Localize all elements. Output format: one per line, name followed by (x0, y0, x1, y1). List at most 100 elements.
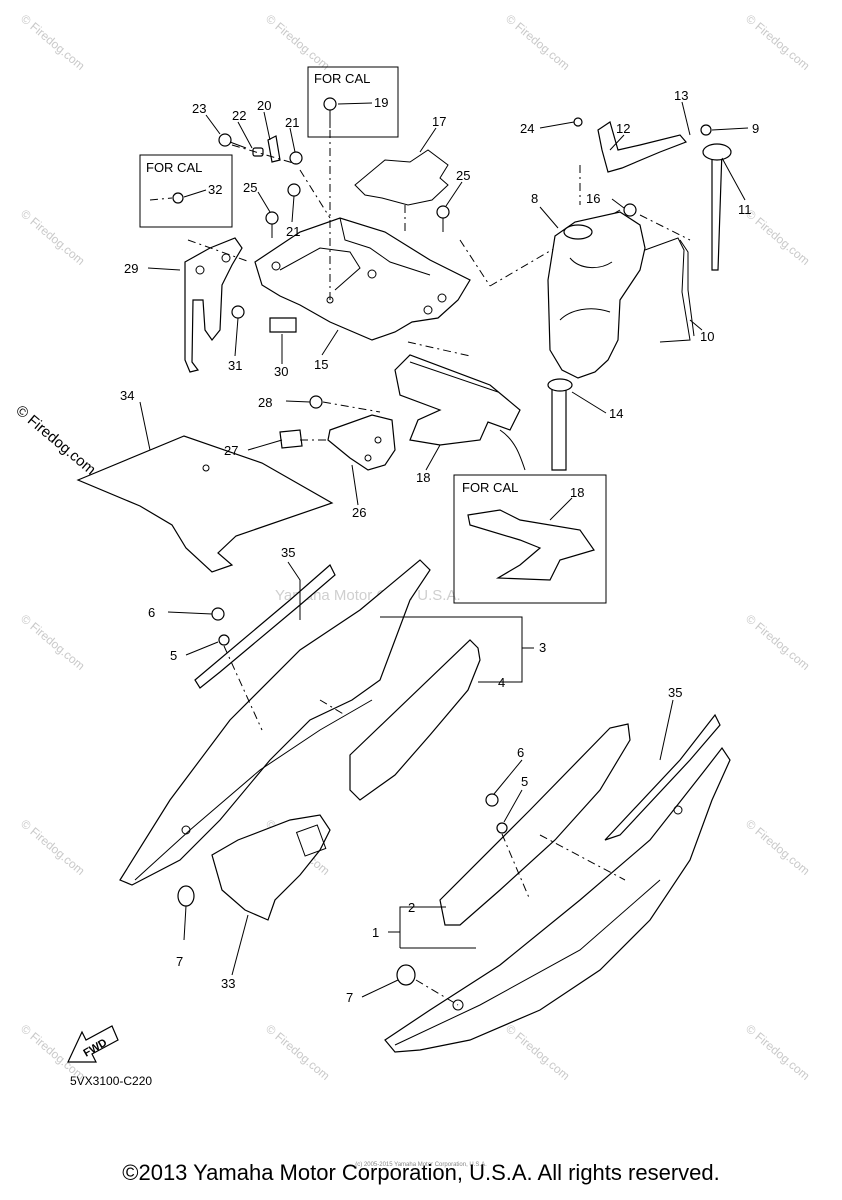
callout-24: 24 (520, 121, 534, 136)
callout-4: 4 (498, 675, 505, 690)
callout-7-right: 7 (346, 990, 353, 1005)
callout-3: 3 (539, 640, 546, 655)
callout-9: 9 (752, 121, 759, 136)
callout-31: 31 (228, 358, 242, 373)
emblem-part-35-right (604, 713, 721, 841)
callout-21-upper: 21 (285, 115, 299, 130)
callout-25-right: 25 (456, 168, 470, 183)
callout-12: 12 (616, 121, 630, 136)
callout-2: 2 (408, 900, 415, 915)
callout-32: 32 (208, 182, 222, 197)
diagram-code: 5VX3100-C220 (70, 1074, 152, 1088)
bolt-part-23 (218, 133, 247, 149)
bracket-part-29 (184, 237, 243, 373)
watermark-text: © Firedog.com (263, 1022, 332, 1083)
copyright-footer: ©2013 Yamaha Motor Corporation, U.S.A. A… (122, 1160, 720, 1185)
bolt-part-28 (309, 395, 323, 409)
callout-35-right: 35 (668, 685, 682, 700)
watermark-text: © Firedog.com (743, 817, 812, 878)
callout-6-right: 6 (517, 745, 524, 760)
watermark-text: © Firedog.com (743, 612, 812, 673)
cal-box-label: FOR CAL (314, 71, 370, 86)
callout-18-cal: 18 (570, 485, 584, 500)
callout-16: 16 (586, 191, 600, 206)
plate-part-34 (76, 435, 334, 573)
hose-part-10 (644, 237, 691, 343)
washer-part-5-right (496, 822, 508, 834)
watermark-text: © Firedog.com (743, 12, 812, 73)
middle-assembly (279, 341, 526, 471)
tank-part-8 (547, 211, 646, 379)
clamp-part-30 (269, 317, 297, 333)
callout-17: 17 (432, 114, 446, 129)
tank-cap (563, 224, 593, 240)
tray-part-15 (254, 217, 471, 341)
cover-part-1 (384, 746, 731, 1053)
hose-part-12 (597, 121, 688, 173)
bolt-part-31 (231, 305, 245, 319)
watermark-text: © Firedog.com (18, 817, 87, 878)
callout-6-left: 6 (148, 605, 155, 620)
clip-part-20 (267, 135, 281, 163)
callout-29: 29 (124, 261, 138, 276)
bracket-part-26 (327, 414, 396, 471)
callout-15: 15 (314, 357, 328, 372)
watermark-text: © Firedog.com (503, 1022, 572, 1083)
callout-22: 22 (232, 108, 246, 123)
grommet-part-7-right (396, 964, 416, 986)
guard-part-33 (211, 814, 331, 921)
callout-19: 19 (374, 95, 388, 110)
tray-assembly (184, 130, 621, 373)
right-side-cover (384, 713, 731, 1053)
collar-part-22 (252, 147, 264, 157)
grommet-part-7-left (177, 885, 195, 907)
watermark-text: © Firedog.com (263, 12, 332, 73)
cal-box-18: FOR CAL (453, 474, 607, 604)
grommet-part-21-lower (287, 183, 301, 197)
bolt-part-32 (172, 192, 184, 204)
callout-21-lower: 21 (286, 224, 300, 239)
cal-box-19: FOR CAL (307, 66, 399, 138)
callout-35-left: 35 (281, 545, 295, 560)
callout-20: 20 (257, 98, 271, 113)
callout-11: 11 (738, 202, 752, 217)
panel-part-4 (349, 639, 481, 801)
watermark-text: © Firedog.com (743, 207, 812, 268)
pad-part-18 (394, 354, 521, 446)
dipstick-part-11 (711, 149, 723, 271)
watermark-text: © Firedog.com (12, 402, 98, 478)
callout-5-left: 5 (170, 648, 177, 663)
pad-part-18-cal (467, 509, 595, 581)
callout-8: 8 (531, 191, 538, 206)
grommet-part-21-upper (289, 151, 303, 165)
leader-lines (139, 101, 749, 998)
reservoir-assembly (547, 117, 732, 471)
cal-box-32: FOR CAL (139, 154, 233, 228)
cover-part-3 (119, 559, 431, 886)
clamp-part-27 (279, 429, 303, 449)
pad-part-17 (354, 149, 449, 206)
callout-25-left: 25 (243, 180, 257, 195)
callout-5-right: 5 (521, 774, 528, 789)
callout-28: 28 (258, 395, 272, 410)
callout-30: 30 (274, 364, 288, 379)
callout-10: 10 (700, 329, 714, 344)
bolt-part-16 (623, 203, 637, 217)
callout-7-left: 7 (176, 954, 183, 969)
callout-26: 26 (352, 505, 366, 520)
callout-27: 27 (224, 443, 238, 458)
callout-1: 1 (372, 925, 379, 940)
callout-18-main: 18 (416, 470, 430, 485)
cal-box-label: FOR CAL (146, 160, 202, 175)
fitting-part-9 (700, 124, 712, 136)
bolt-part-25-left (265, 211, 279, 238)
drain-hose (551, 384, 567, 471)
watermark-text: © Firedog.com (18, 612, 87, 673)
bolt-part-19 (323, 97, 337, 111)
cal-box-label: FOR CAL (462, 480, 518, 495)
washer-part-5-left (218, 634, 230, 646)
callout-14: 14 (609, 406, 623, 421)
watermark-text: © Firedog.com (18, 207, 87, 268)
watermark-layer: © Firedog.com © Firedog.com © Firedog.co… (12, 12, 812, 1083)
